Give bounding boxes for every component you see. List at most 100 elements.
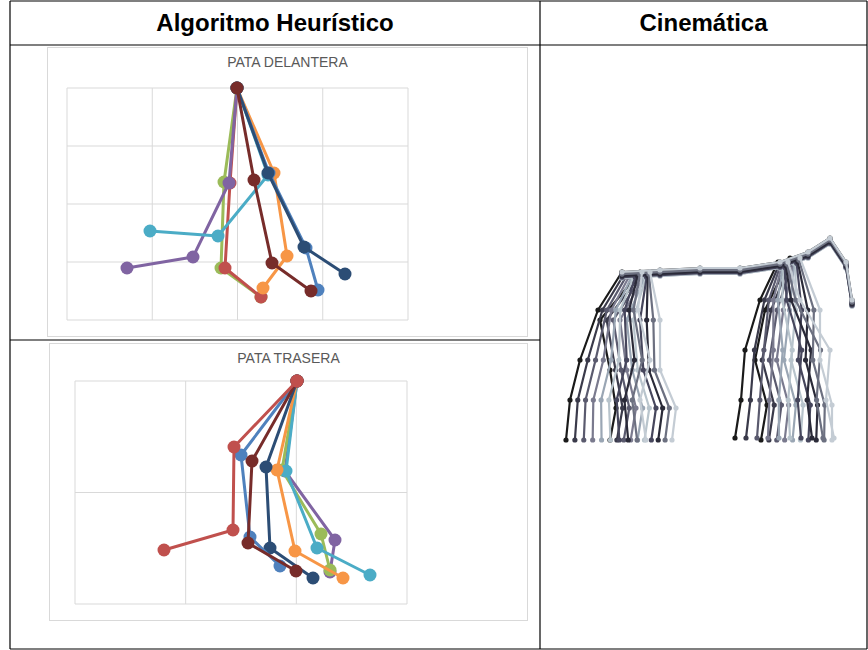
joint-dot <box>757 297 762 302</box>
bone-segment <box>609 278 633 440</box>
pose-frame <box>797 255 834 442</box>
joint-dot <box>776 397 781 402</box>
joint-marker <box>263 167 276 180</box>
joint-marker <box>144 225 157 238</box>
line-chart <box>75 375 407 605</box>
joint-marker <box>224 177 237 190</box>
joint-dot <box>635 307 640 312</box>
joint-dot <box>577 357 582 362</box>
chart-panel: PATA DELANTERA <box>47 47 528 337</box>
data-series <box>231 82 352 281</box>
joint-marker <box>291 375 304 388</box>
pose-frame <box>743 261 781 440</box>
joint-dot <box>663 437 668 442</box>
pose-frame <box>767 259 795 442</box>
chart-title: PATA DELANTERA <box>227 54 348 70</box>
joint-marker <box>291 375 304 388</box>
joint-dot <box>754 435 759 440</box>
joint-dot <box>591 397 596 402</box>
chart-panel: PATA TRASERA <box>49 343 528 621</box>
joint-marker <box>231 82 244 95</box>
joint-marker <box>228 441 241 454</box>
joint-dot <box>737 265 742 270</box>
series-line <box>127 88 237 268</box>
joint-dot <box>593 357 598 362</box>
joint-dot <box>657 317 662 322</box>
data-series <box>144 82 275 243</box>
joint-dot <box>624 357 629 362</box>
joint-marker <box>337 572 350 585</box>
joint-dot <box>647 405 652 410</box>
joint-dot <box>651 317 656 322</box>
joint-dot <box>781 357 786 362</box>
joint-dot <box>771 347 776 352</box>
joint-marker <box>158 544 171 557</box>
joint-dot <box>627 405 632 410</box>
joint-dot <box>607 437 612 442</box>
joint-dot <box>786 397 791 402</box>
joint-marker <box>231 82 244 95</box>
joint-marker <box>291 375 304 388</box>
joint-dot <box>599 397 604 402</box>
joint-dot <box>738 397 743 402</box>
joint-dot <box>669 437 674 442</box>
joint-marker <box>219 262 232 275</box>
kinematic-horse <box>563 235 854 442</box>
table-line <box>10 0 867 1</box>
joint-dot <box>697 265 702 270</box>
joint-dot <box>637 397 642 402</box>
pose-frame <box>622 273 640 442</box>
joint-dot <box>796 357 801 362</box>
joint-dot <box>805 249 810 254</box>
joint-dot <box>787 435 792 440</box>
joint-dot <box>805 397 810 402</box>
bone-segment <box>735 262 778 438</box>
table-line <box>866 1 867 649</box>
joint-marker <box>291 375 304 388</box>
gridline <box>75 492 407 493</box>
joint-dot <box>752 347 757 352</box>
joint-dot <box>817 357 822 362</box>
joint-dot <box>777 259 782 264</box>
joint-marker <box>231 82 244 95</box>
joint-dot <box>829 402 834 407</box>
joint-dot <box>761 347 766 352</box>
joint-dot <box>641 367 646 372</box>
joint-marker <box>266 257 279 270</box>
joint-marker <box>290 565 303 578</box>
series-line <box>248 381 297 571</box>
joint-dot <box>789 297 794 302</box>
joint-dot <box>657 367 662 372</box>
joint-dot <box>774 357 779 362</box>
joint-dot <box>647 269 652 274</box>
joint-dot <box>581 437 586 442</box>
joint-dot <box>619 269 624 274</box>
series-line <box>237 88 311 291</box>
joint-dot <box>757 397 762 402</box>
chart-title: PATA TRASERA <box>237 350 339 366</box>
joint-dot <box>649 437 654 442</box>
joint-dot <box>657 267 662 272</box>
joint-dot <box>797 255 802 260</box>
data-series <box>231 82 325 297</box>
joint-dot <box>765 435 770 440</box>
joint-dot <box>823 397 828 402</box>
joint-dot <box>632 357 637 362</box>
joint-dot <box>595 307 600 312</box>
joint-dot <box>827 347 832 352</box>
joint-dot <box>793 297 798 302</box>
joint-dot <box>767 357 772 362</box>
joint-dot <box>772 402 777 407</box>
joint-dot <box>622 307 627 312</box>
bone-segment <box>632 274 642 440</box>
joint-dot <box>630 397 635 402</box>
data-series <box>231 82 318 298</box>
joint-dot <box>635 437 640 442</box>
joint-dot <box>829 437 834 442</box>
header-text: Cinemática <box>639 9 767 37</box>
pose-frame <box>635 269 652 442</box>
joint-dot <box>822 437 827 442</box>
bone-segment <box>650 272 676 440</box>
